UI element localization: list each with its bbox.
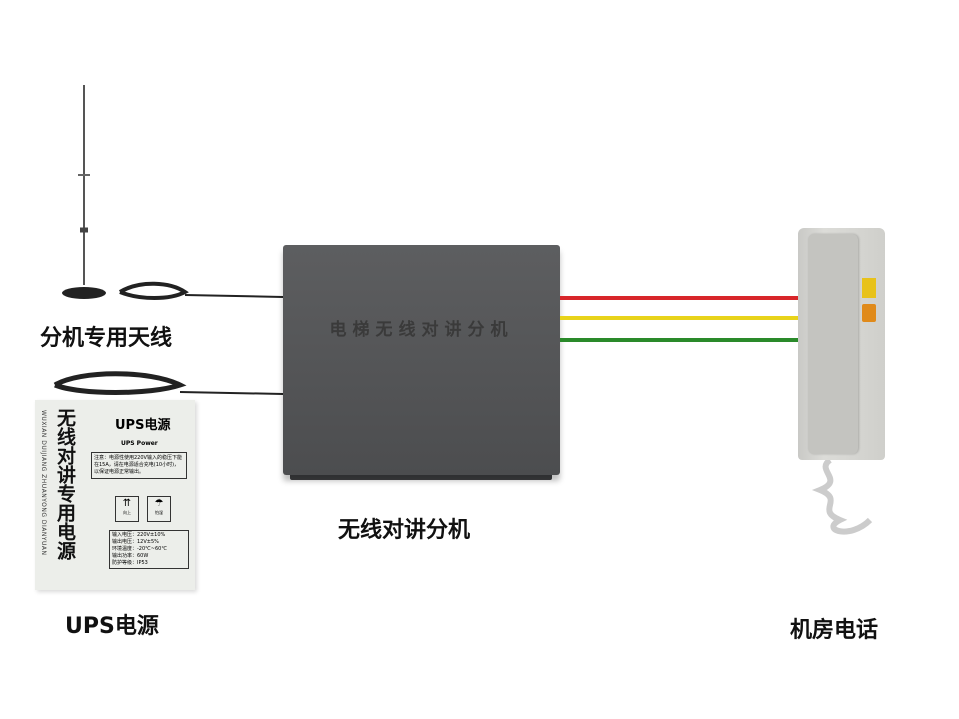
antenna-cable-coil (118, 281, 189, 300)
umbrella-glyph: ☂ (154, 498, 164, 509)
spec-line: 防护等级：IP53 (112, 560, 148, 566)
this-way-up-icon: ⇈向上 (115, 496, 139, 522)
spec-line: 环境温度：-20℃~60℃ (112, 546, 167, 552)
phone-handset (808, 234, 858, 454)
device-label: 无线对讲分机 (338, 518, 471, 543)
spec-line: 输出功率：60W (112, 553, 149, 559)
intercom-extension-device: 电梯无线对讲分机 (283, 245, 560, 475)
ups-notice: 注意：电源性使用220V输入的稳压下能在15A，请在电源适合充电(10小时)，以… (91, 452, 187, 479)
arrows-up-glyph: ⇈ (122, 498, 132, 509)
antenna-label: 分机专用天线 (40, 326, 173, 351)
ups-power-box: WUXIAN DUIJIANG ZHUANYONG DIANYUAN 无线对讲专… (35, 400, 195, 590)
device-panel-text: 电梯无线对讲分机 (329, 320, 514, 340)
red-wire (560, 296, 800, 300)
icon-label: 怕湿 (155, 510, 163, 515)
ups-vertical-title: 无线对讲专用电源 (54, 408, 76, 560)
ups-brand: UPS电源 (115, 418, 171, 433)
green-wire (560, 338, 800, 342)
antenna-base (62, 287, 106, 299)
warning-sticker (862, 278, 876, 298)
machine-room-telephone (798, 228, 885, 460)
ups-pinyin: WUXIAN DUIJIANG ZHUANYONG DIANYUAN (40, 410, 47, 556)
ups-specs: 输入电压：220V±10% 输出电压：12V±5% 环境温度：-20℃~60℃ … (109, 530, 189, 569)
icon-label: 向上 (123, 510, 131, 515)
yellow-wire (560, 316, 800, 320)
call-button (862, 304, 876, 322)
phone-label: 机房电话 (790, 618, 879, 643)
spec-line: 输出电压：12V±5% (112, 539, 159, 545)
ups-brand-sub: UPS Power (121, 440, 158, 447)
phone-coiled-cord (811, 457, 873, 535)
keep-dry-icon: ☂怕湿 (147, 496, 171, 522)
ups-cable-coil (53, 371, 187, 395)
ups-label: UPS电源 (65, 614, 159, 639)
spec-line: 输入电压：220V±10% (112, 532, 166, 538)
antenna-cable (184, 294, 284, 298)
ups-cable (179, 391, 284, 395)
